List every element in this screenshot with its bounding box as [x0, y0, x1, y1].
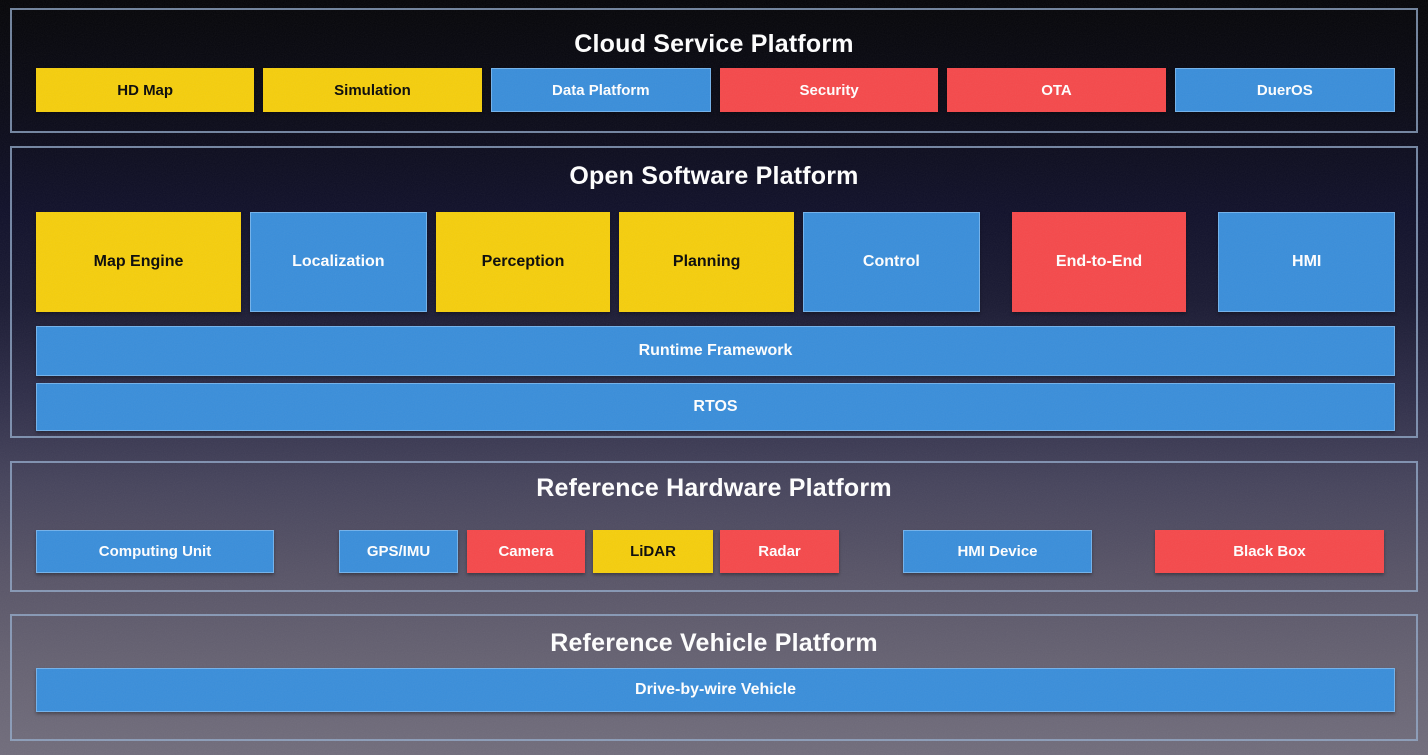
box-end-to-end: End-to-End [1011, 212, 1187, 312]
box-security: Security [719, 68, 939, 112]
section-open-software-platform: Open Software Platform Map Engine Locali… [10, 146, 1418, 438]
box-computing-unit: Computing Unit [36, 530, 274, 573]
cloud-platform-title: Cloud Service Platform [574, 30, 854, 58]
box-hd-map: HD Map [36, 68, 255, 112]
box-planning: Planning [619, 212, 795, 312]
hardware-row: Computing Unit GPS/IMU Camera LiDAR Rada… [36, 530, 1395, 573]
box-simulation: Simulation [263, 68, 482, 112]
section-reference-hardware-platform: Reference Hardware Platform Computing Un… [10, 461, 1418, 592]
box-black-box: Black Box [1155, 530, 1384, 573]
box-map-engine: Map Engine [36, 212, 241, 312]
software-platform-title: Open Software Platform [569, 162, 859, 190]
bar-rtos: RTOS [36, 383, 1395, 431]
software-modules-row: Map Engine Localization Perception Plann… [36, 212, 1396, 312]
section-reference-vehicle-platform: Reference Vehicle Platform Drive-by-wire… [10, 614, 1418, 741]
box-lidar: LiDAR [593, 530, 713, 573]
box-hmi: HMI [1218, 212, 1396, 312]
box-hmi-device: HMI Device [903, 530, 1092, 573]
box-perception: Perception [435, 212, 611, 312]
hardware-platform-title: Reference Hardware Platform [536, 474, 892, 502]
box-control: Control [803, 212, 980, 312]
bar-runtime-framework: Runtime Framework [36, 326, 1395, 376]
box-radar: Radar [720, 530, 839, 573]
box-gps-imu: GPS/IMU [339, 530, 458, 573]
vehicle-platform-title: Reference Vehicle Platform [550, 629, 878, 657]
cloud-services-row: HD Map Simulation Data Platform Security… [36, 68, 1395, 112]
box-camera: Camera [467, 530, 585, 573]
box-ota: OTA [947, 68, 1166, 112]
box-localization: Localization [250, 212, 427, 312]
section-cloud-service-platform: Cloud Service Platform HD Map Simulation… [10, 8, 1418, 133]
bar-drive-by-wire-vehicle: Drive-by-wire Vehicle [36, 668, 1395, 712]
box-data-platform: Data Platform [490, 68, 711, 112]
box-dueros: DuerOS [1174, 68, 1395, 112]
